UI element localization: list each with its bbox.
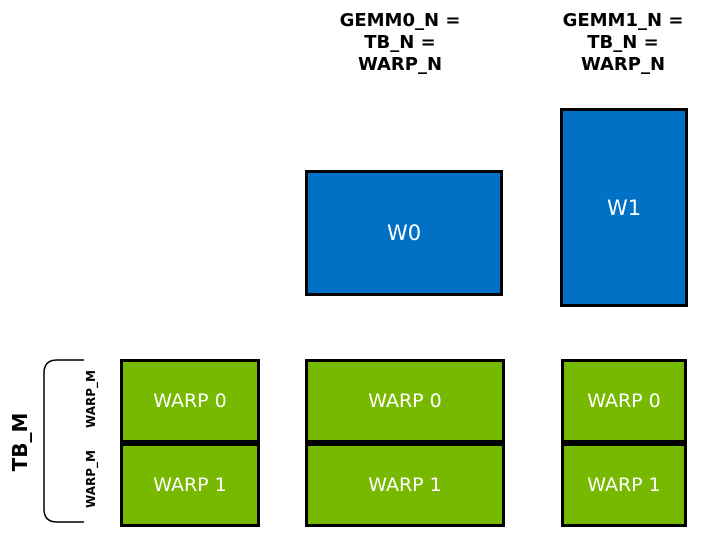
- gemm1-n-line: GEMM1_N =: [562, 10, 684, 31]
- warp1-cell: WARP 1: [120, 443, 260, 527]
- warp0-cell: WARP 0: [120, 359, 260, 443]
- w1-tile-label: W1: [606, 195, 642, 220]
- gemm0-n-header-label: GEMM0_N = TB_N = WARP_N: [315, 10, 485, 76]
- gemm0-n-line: GEMM0_N =: [339, 10, 461, 31]
- w1-tile: W1: [560, 108, 688, 307]
- tb-n-line: TB_N =: [364, 32, 436, 53]
- warp0-cell: WARP 0: [305, 359, 505, 443]
- tb-n-line: TB_N =: [587, 32, 659, 53]
- warp-n-line: WARP_N: [580, 54, 666, 75]
- w0-tile: W0: [305, 170, 503, 296]
- gemm1-n-header-label: GEMM1_N = TB_N = WARP_N: [538, 10, 708, 76]
- warp1-cell: WARP 1: [305, 443, 505, 527]
- warp1-cell: WARP 1: [561, 443, 687, 527]
- warp0-cell: WARP 0: [561, 359, 687, 443]
- warp-n-line: WARP_N: [357, 54, 443, 75]
- tb-m-label: TB_M: [8, 412, 32, 472]
- warp-column-left: WARP 0 WARP 1: [120, 359, 260, 527]
- warp-m-label-top: WARP_M: [84, 370, 98, 428]
- w0-tile-label: W0: [386, 221, 422, 245]
- warp-column-right: WARP 0 WARP 1: [561, 359, 687, 527]
- warp-m-label-bottom: WARP_M: [84, 450, 98, 508]
- warp-column-middle: WARP 0 WARP 1: [305, 359, 505, 527]
